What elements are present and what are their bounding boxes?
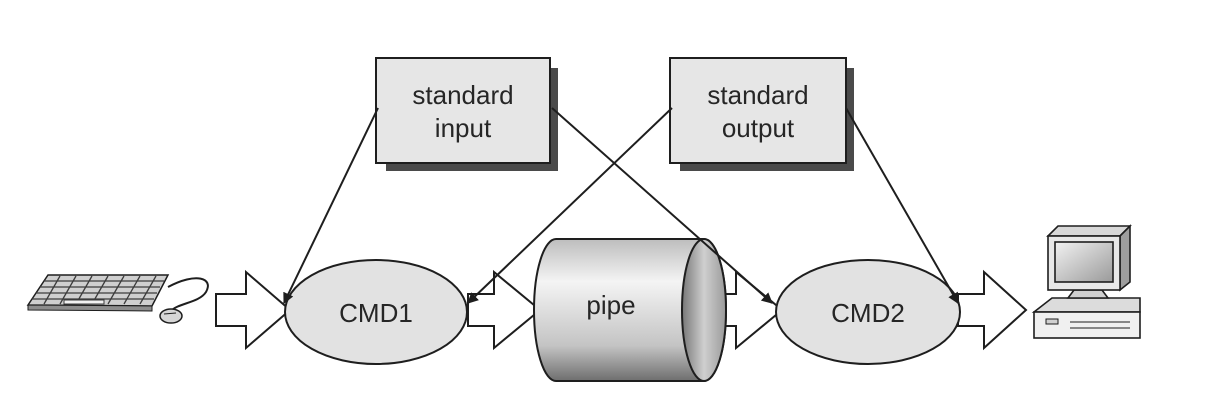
standard-input-box: standard input — [375, 57, 558, 171]
cmd2-node: CMD2 — [775, 259, 961, 365]
standard-output-line2: output — [722, 113, 795, 143]
cmd1-label: CMD1 — [339, 298, 413, 328]
standard-output-line1: standard — [707, 80, 808, 110]
arrow-cmd2-to-computer — [957, 269, 1028, 351]
mouse-icon — [159, 277, 209, 324]
line-stdout-to-cmd1 — [467, 107, 673, 304]
standard-output-box: standard output — [669, 57, 854, 171]
line-stdout-to-cmd2 — [845, 107, 959, 304]
cmd1-node: CMD1 — [284, 259, 468, 365]
pipe-label: pipe — [586, 290, 635, 320]
line-stdin-to-cmd1 — [283, 107, 379, 304]
arrow-keyboard-to-cmd1 — [215, 269, 292, 351]
connector-lines — [283, 107, 959, 304]
pipe-cylinder: pipe — [533, 238, 727, 382]
arrow-cmd1-to-pipe — [467, 269, 542, 351]
computer-icon — [1031, 224, 1141, 339]
standard-input-line2: input — [435, 113, 492, 143]
line-stdin-to-cmd2 — [551, 107, 773, 304]
cmd2-label: CMD2 — [831, 298, 905, 328]
standard-input-line1: standard — [412, 80, 513, 110]
flow-arrows — [215, 269, 1028, 351]
keyboard-icon — [26, 274, 170, 312]
